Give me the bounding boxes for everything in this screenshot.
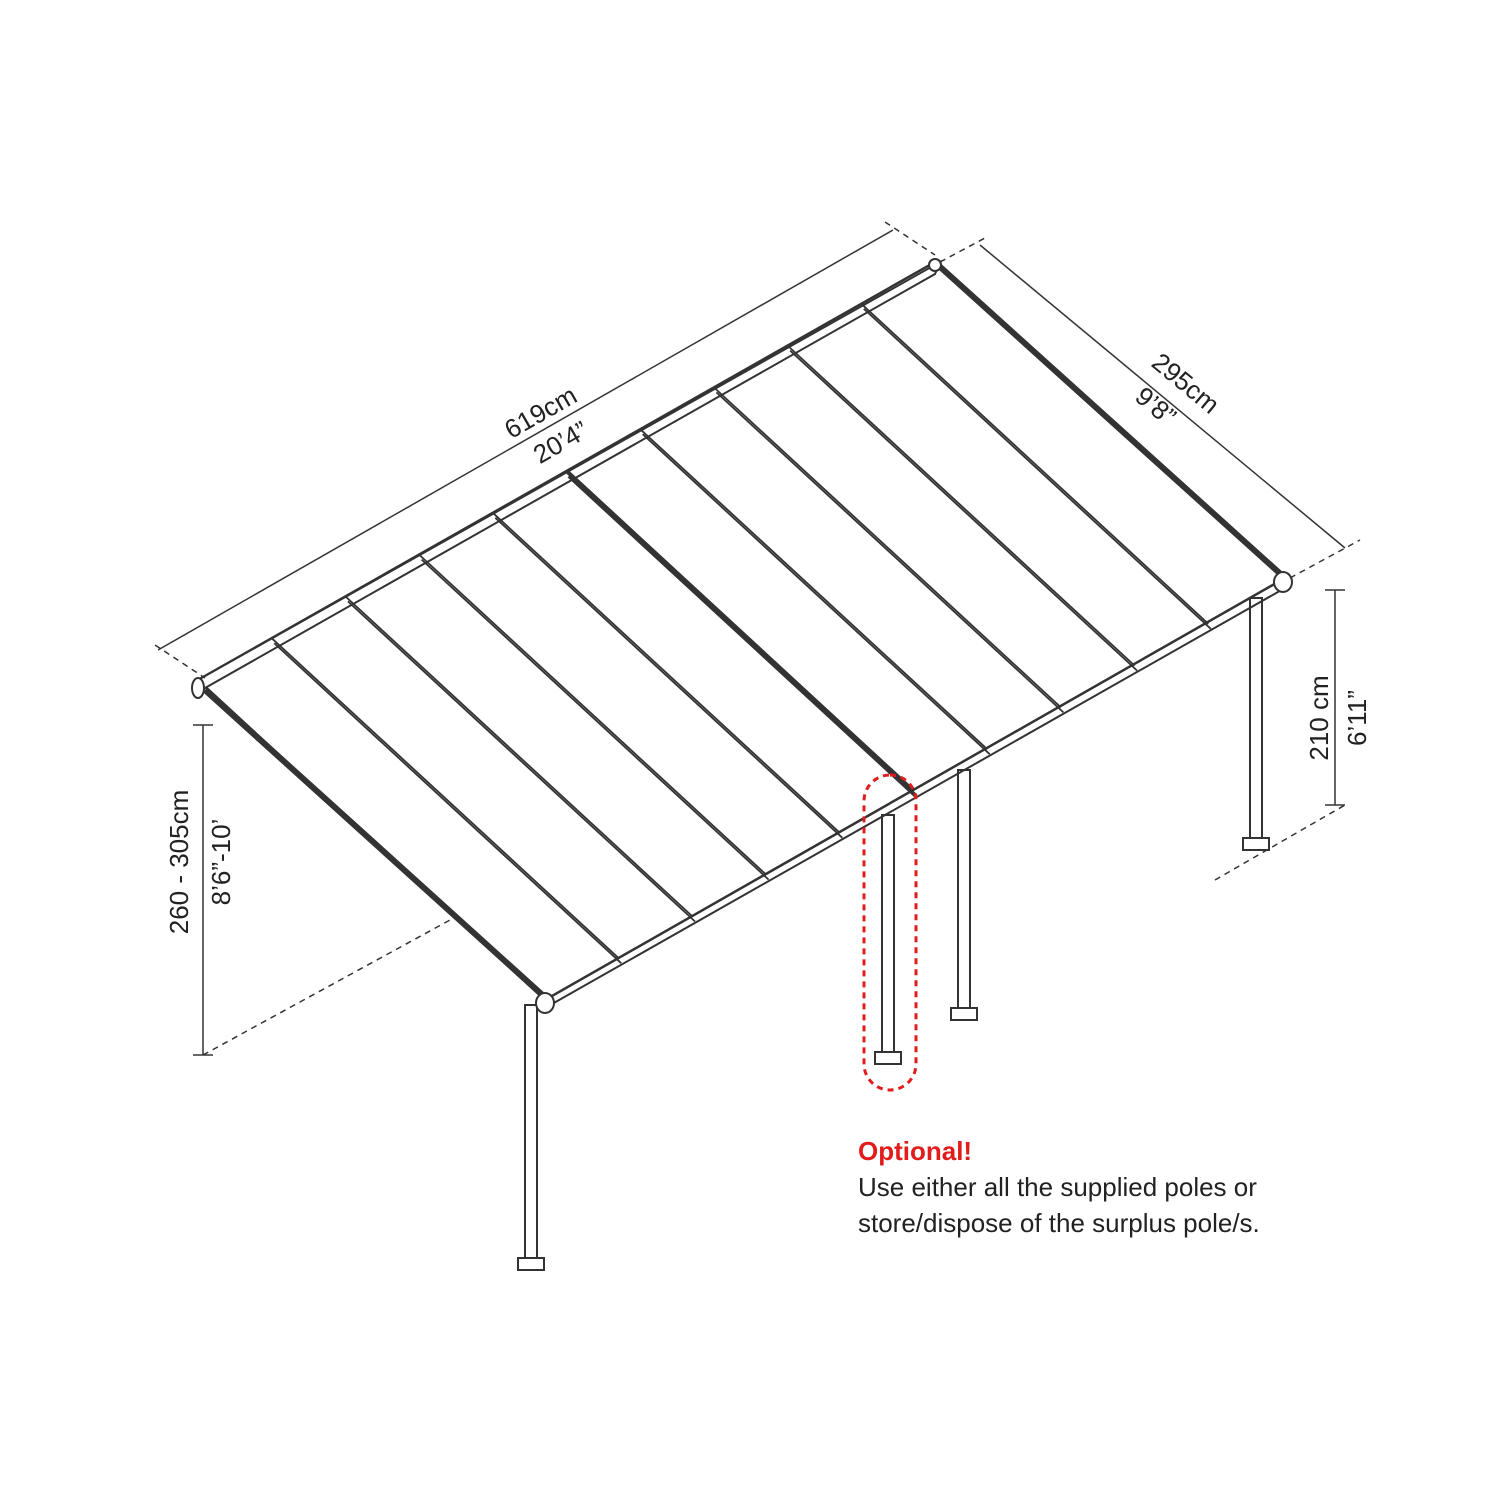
optional-note: Optional! Use either all the supplied po… xyxy=(858,1133,1260,1241)
panel-divider xyxy=(860,303,1209,625)
panel-dividers xyxy=(271,303,1212,964)
panel-divider xyxy=(567,474,918,798)
dimension-lines xyxy=(154,221,1361,1056)
panel-divider xyxy=(347,600,696,923)
low-height-cm-label: 210 cm xyxy=(1304,675,1334,760)
panel-divider xyxy=(639,428,988,750)
panel-divider xyxy=(642,433,991,755)
panel-divider xyxy=(786,344,1136,667)
high-height-ft-label: 8’6”-10’ xyxy=(206,819,236,906)
panel-divider xyxy=(713,386,1062,709)
panel-divider xyxy=(418,553,767,876)
note-line-2: store/dispose of the surplus pole/s. xyxy=(858,1208,1260,1238)
low-height-ft-label: 6’11” xyxy=(1342,690,1372,746)
note-title: Optional! xyxy=(858,1136,973,1166)
panel-divider xyxy=(789,349,1138,672)
high-height-cm-label: 260 - 305cm xyxy=(164,790,194,935)
panel-divider xyxy=(494,517,843,839)
panel-divider xyxy=(492,512,841,834)
optional-pole-highlight xyxy=(862,773,918,1092)
panel-divider xyxy=(344,595,694,918)
panel-divider xyxy=(273,642,622,964)
note-line-1: Use either all the supplied poles or xyxy=(858,1172,1257,1202)
panel-divider xyxy=(715,391,1065,714)
roof xyxy=(191,258,1293,1014)
panel-divider xyxy=(420,558,770,881)
panel-divider xyxy=(863,308,1212,630)
panel-divider xyxy=(271,637,620,959)
posts xyxy=(517,597,1270,1271)
